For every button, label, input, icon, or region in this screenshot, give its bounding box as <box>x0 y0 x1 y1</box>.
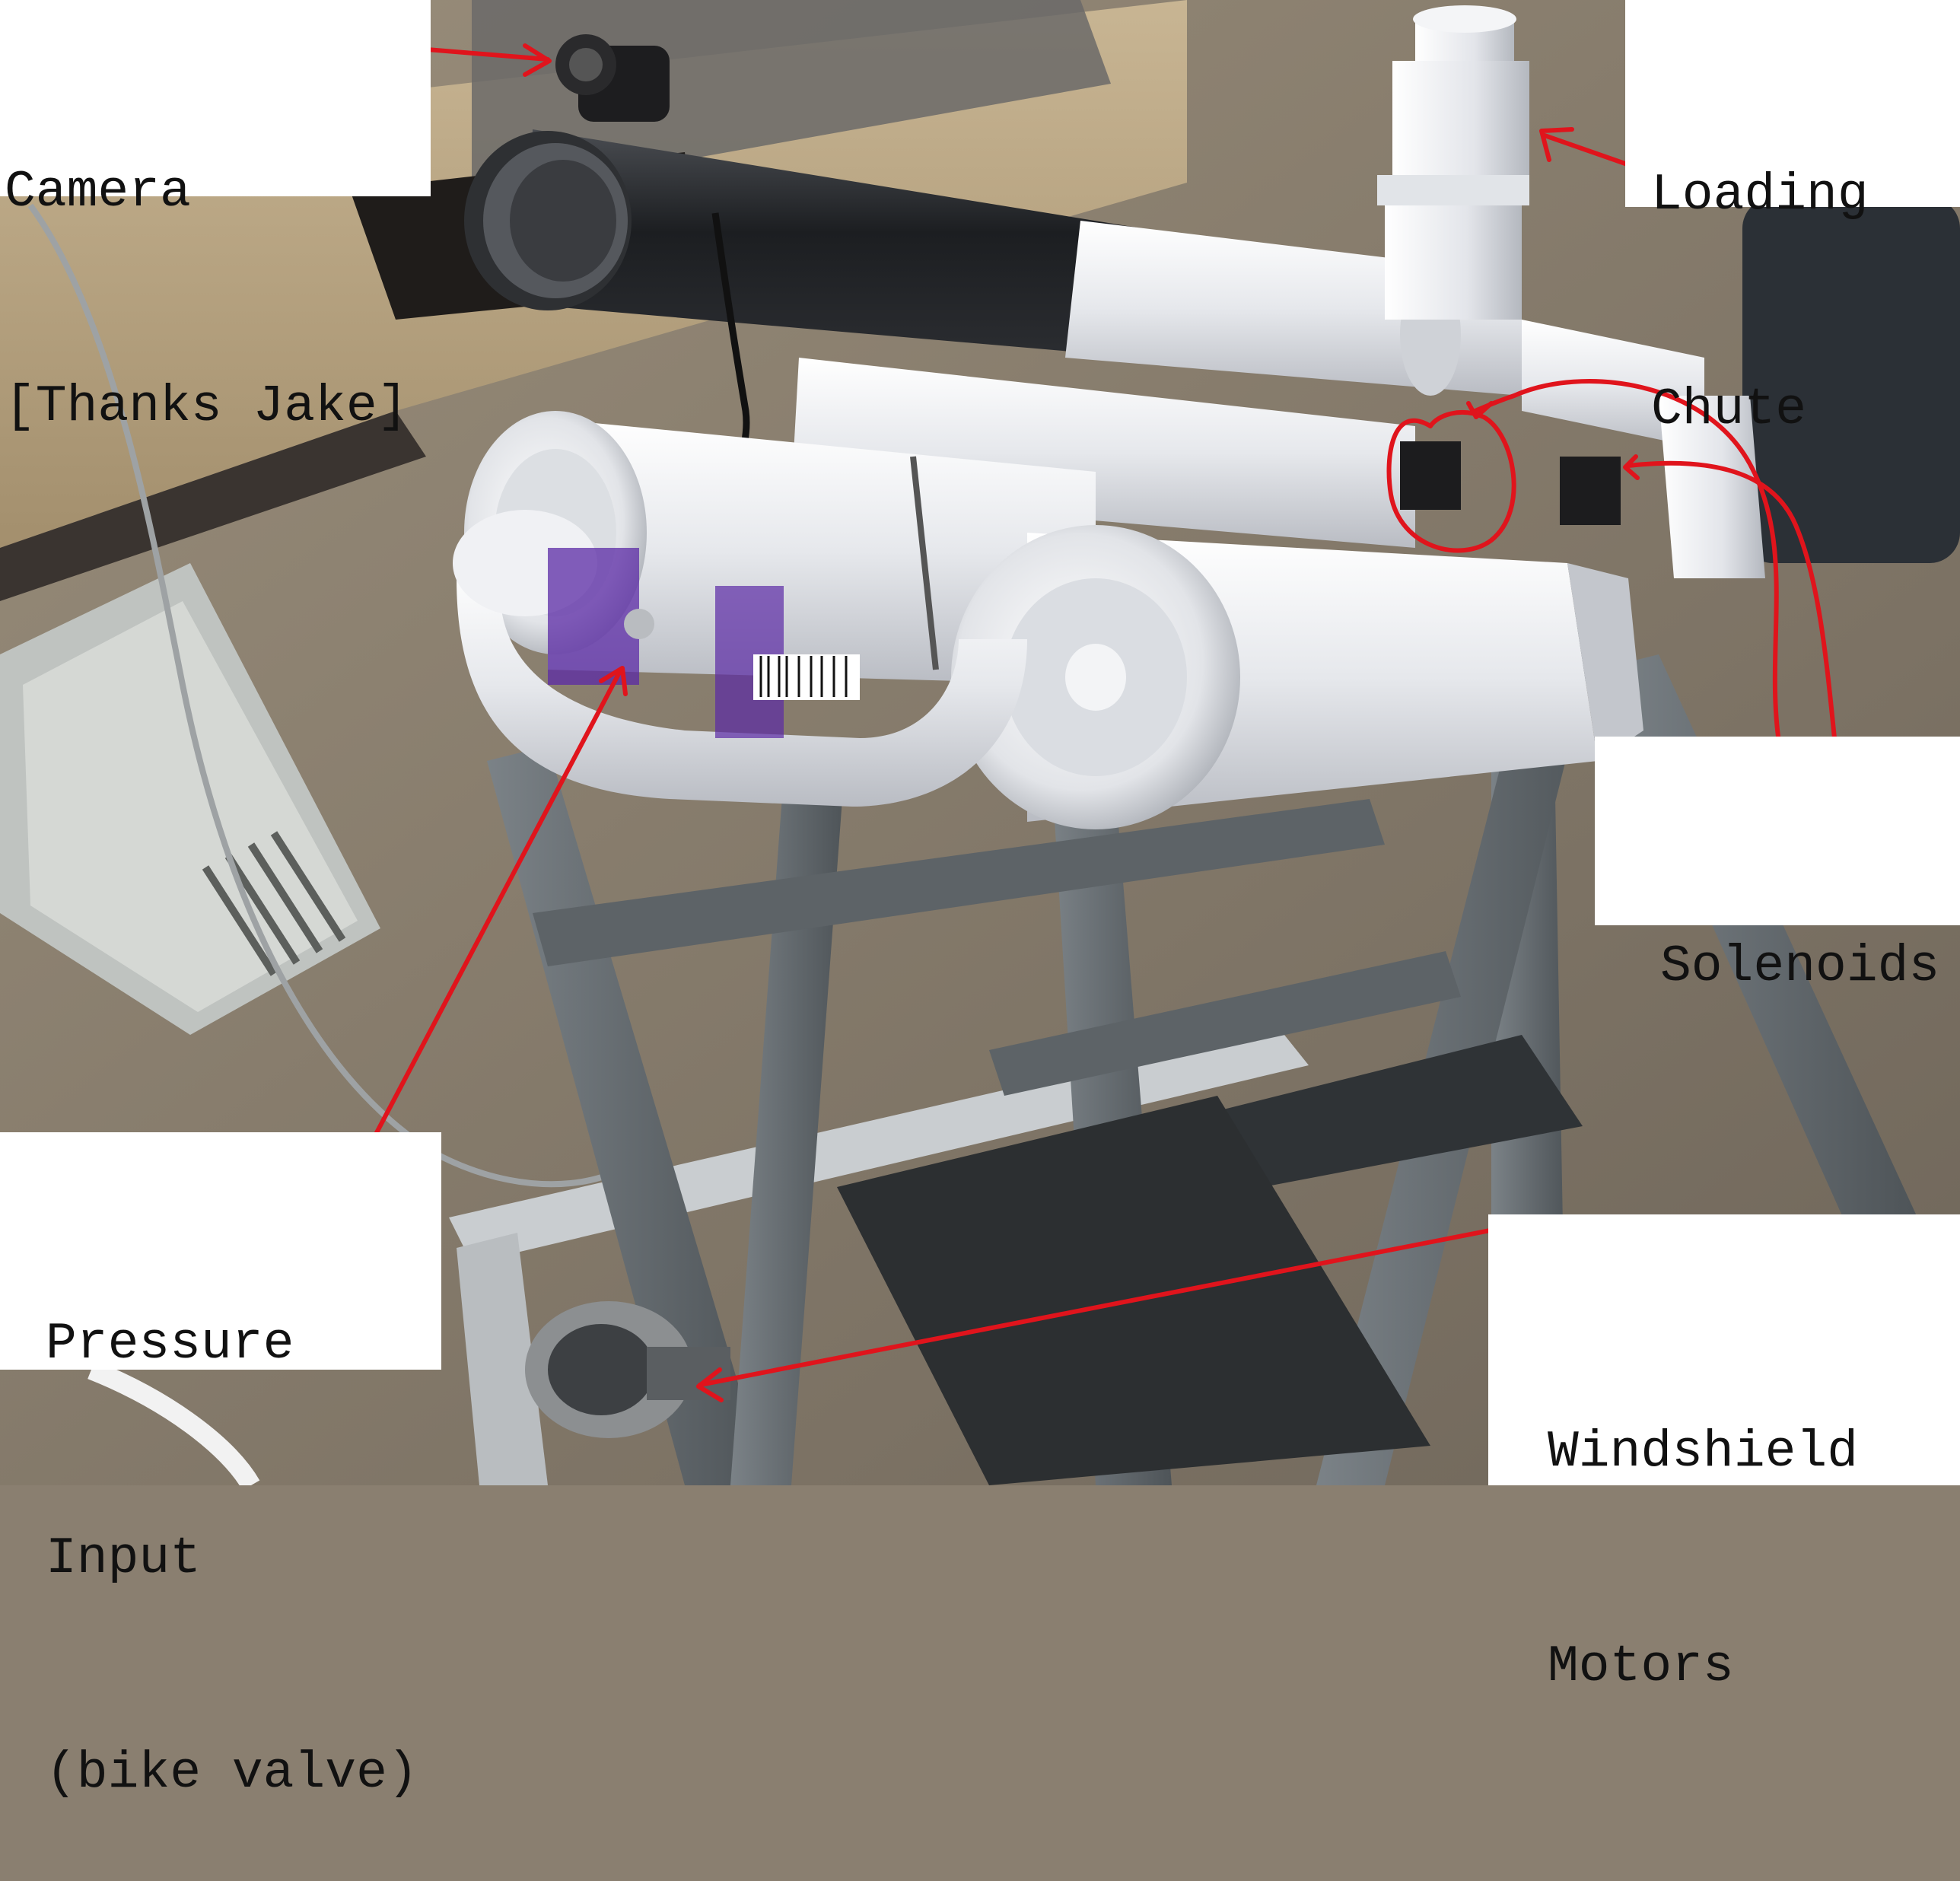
extrusion-rail-left <box>457 1233 548 1485</box>
right-air-tank <box>951 525 1643 829</box>
loading-chute <box>1377 5 1529 320</box>
pressure-input-label-line-3: (bike valve) <box>46 1744 418 1803</box>
camera-cable <box>27 203 657 1188</box>
camera <box>555 34 750 626</box>
solenoids-label: Solenoids <box>1595 737 1960 996</box>
computer-panel <box>23 601 358 1012</box>
white-cable <box>88 1360 260 1485</box>
loading-chute-label: Loading Chute <box>1625 0 1960 439</box>
windshield-motors-label: Windshield Motors <box>1488 1214 1960 1696</box>
camera-label: Camera [Thanks Jake] <box>0 0 431 436</box>
pressure-input-label-line-2: Input <box>46 1529 202 1588</box>
black-barrel <box>464 129 1141 358</box>
desk-edge <box>0 411 426 601</box>
windshield-motors-label-line-2: Motors <box>1548 1638 1734 1696</box>
pressure-input-label: Pressure Input (bike valve) <box>0 1132 441 1803</box>
camera-label-line-1: Camera <box>5 163 191 221</box>
solenoids-label-line-1: Solenoids <box>1660 937 1940 996</box>
pressure-input-label-line-1: Pressure <box>46 1315 294 1373</box>
camera-label-line-2: [Thanks Jake] <box>5 377 409 436</box>
loading-chute-label-line-1: Loading <box>1651 166 1869 224</box>
loading-chute-label-line-2: Chute <box>1651 380 1807 439</box>
computer-vents <box>202 831 346 976</box>
windshield-motors-label-line-1: Windshield <box>1548 1423 1859 1482</box>
